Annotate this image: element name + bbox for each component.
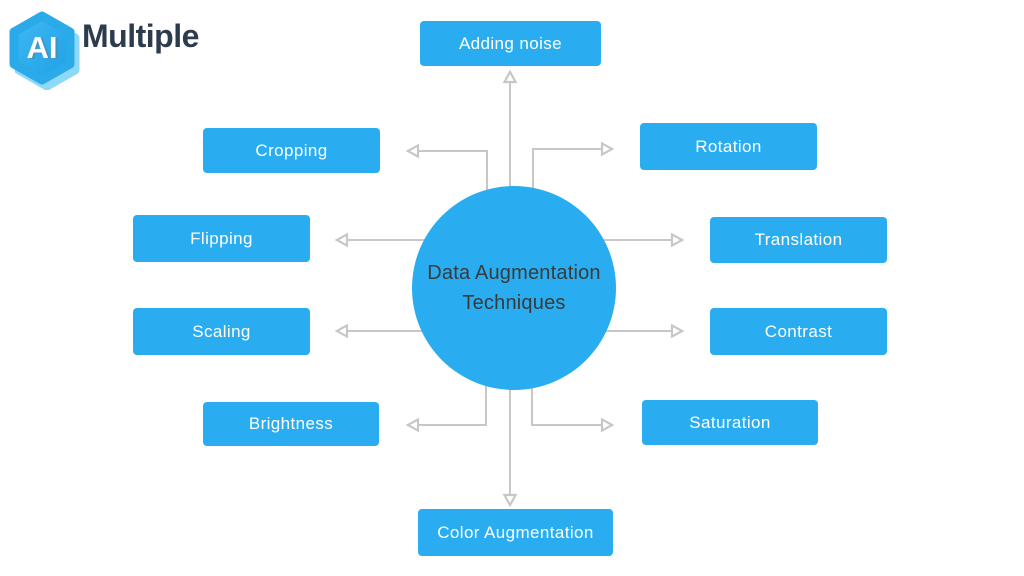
node-brightness: Brightness — [203, 402, 379, 446]
node-translation: Translation — [710, 217, 887, 263]
node-cropping: Cropping — [203, 128, 380, 173]
logo-brand-text: Multiple — [82, 18, 199, 54]
node-flipping: Flipping — [133, 215, 310, 262]
center-node-data-augmentation-techniques: Data Augmentation Techniques — [412, 186, 616, 390]
logo-ai-text: AI — [27, 30, 58, 65]
aimultiple-logo: AI AI Multiple — [6, 4, 316, 90]
connector-rotation — [532, 149, 602, 196]
node-rotation: Rotation — [640, 123, 817, 170]
connector-saturation — [531, 378, 602, 425]
connector-cropping — [418, 151, 488, 196]
center-node-line1: Data Augmentation — [427, 262, 601, 284]
center-node-line2: Techniques — [462, 292, 566, 314]
node-saturation: Saturation — [642, 400, 818, 445]
node-contrast: Contrast — [710, 308, 887, 355]
connector-brightness — [418, 378, 487, 425]
node-scaling: Scaling — [133, 308, 310, 355]
aimultiple-hexagon-icon: AI AI — [9, 11, 80, 90]
logo-ai-shadow: AI — [29, 31, 60, 66]
node-adding-noise: Adding noise — [420, 21, 601, 66]
node-color-augmentation: Color Augmentation — [418, 509, 613, 556]
